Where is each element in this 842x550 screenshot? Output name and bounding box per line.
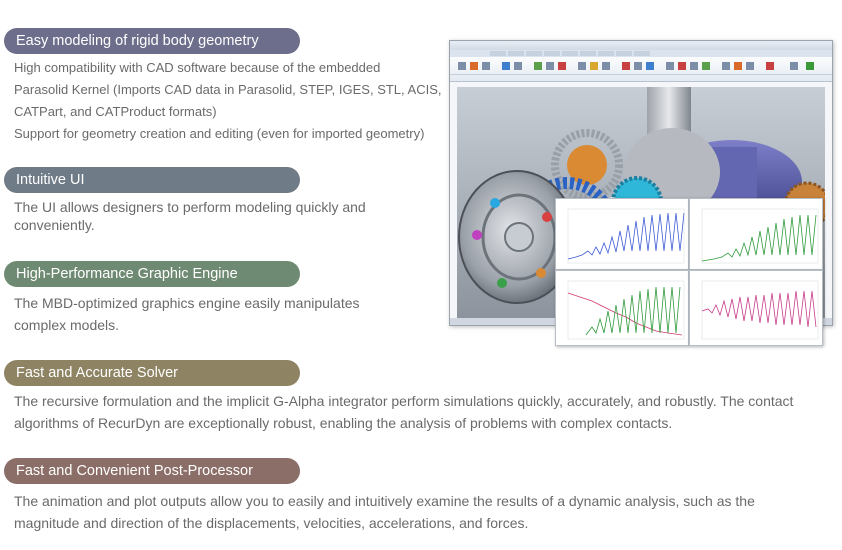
description-line: The animation and plot outputs allow you… [14,493,755,509]
plot-graph [567,280,685,340]
section-description-graphics: The MBD-optimized graphics engine easily… [14,292,360,336]
plot-graph [567,208,685,264]
plot-curve-green [585,286,681,336]
description-line: magnitude and direction of the displacem… [14,515,529,531]
description-line: The recursive formulation and the implic… [14,393,794,409]
plot-graph [701,280,819,340]
section-description-geometry: High compatibility with CAD software bec… [14,57,442,145]
section-heading-solver: Fast and Accurate Solver [4,360,300,386]
description-line: Support for geometry creation and editin… [14,126,425,141]
plot-window-green [689,198,823,270]
description-line: The MBD-optimized graphics engine easily… [14,295,360,311]
ribbon-toolbar [450,57,832,82]
description-line: High compatibility with CAD software bec… [14,60,381,75]
section-description-ui: The UI allows designers to perform model… [14,198,366,234]
section-heading-graphics: High-Performance Graphic Engine [4,261,300,287]
plot-window-blue [555,198,689,270]
section-heading-geometry: Easy modeling of rigid body geometry [4,28,300,54]
plot-curve [567,212,685,260]
section-description-postprocessor: The animation and plot outputs allow you… [14,490,755,534]
section-heading-postprocessor: Fast and Convenient Post-Processor [4,458,300,484]
section-description-solver: The recursive formulation and the implic… [14,390,793,434]
section-heading-ui: Intuitive UI [4,167,300,193]
description-line: CATPart, and CATProduct formats) [14,104,217,119]
description-line: conveniently. [14,217,95,233]
plot-window-red [555,270,689,346]
description-line: The UI allows designers to perform model… [14,199,366,215]
description-line: complex models. [14,317,120,333]
description-line: Parasolid Kernel (Imports CAD data in Pa… [14,82,442,97]
software-screenshot [449,40,833,346]
plot-graph [701,208,819,264]
ribbon-icons [450,62,832,75]
description-line: algorithms of RecurDyn are exceptionally… [14,415,673,431]
plot-curve [701,290,817,328]
ribbon-tabs [450,50,832,57]
plot-window-pink [689,270,823,346]
plot-curve-red [567,292,683,336]
window-titlebar [450,41,832,50]
plot-curve [701,214,817,262]
